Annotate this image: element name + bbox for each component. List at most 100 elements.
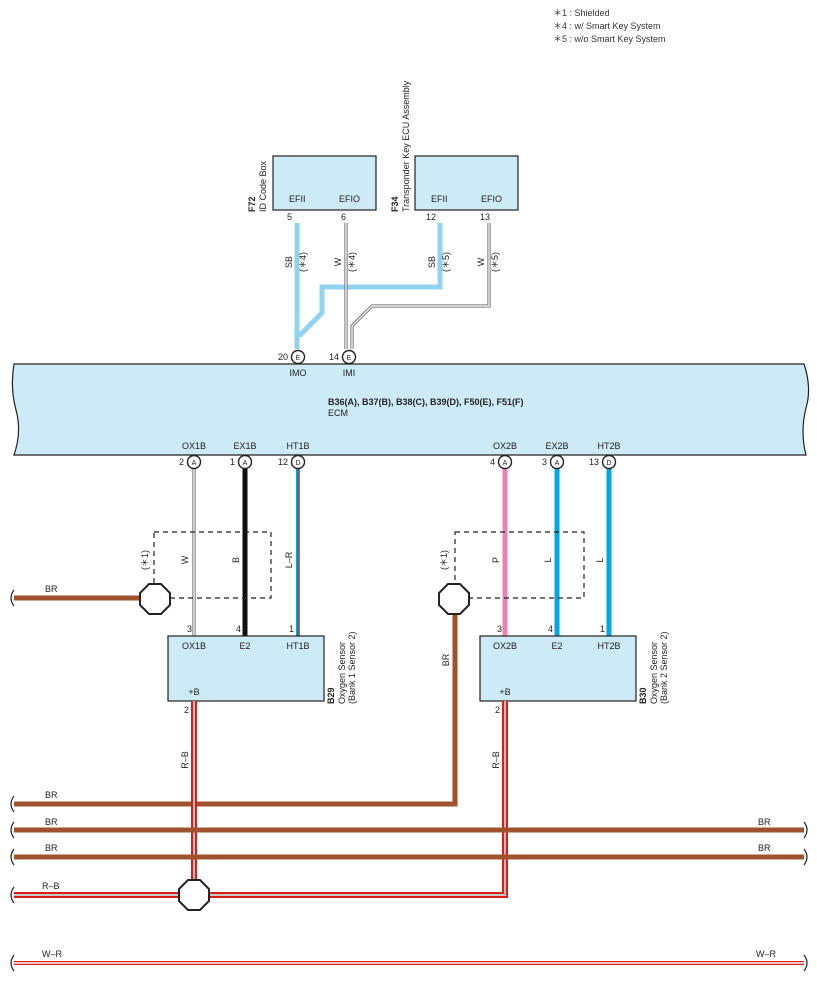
transponder-key-ecu	[414, 155, 519, 211]
b29-pin-ht1b: HT1B	[286, 641, 309, 651]
b30-pin-plus-b: +B	[499, 687, 510, 697]
wire-label-bank1-lr: L–R	[284, 551, 294, 568]
ecm-pin-3-connector	[549, 454, 565, 470]
legend-item-3: ＊5 : w/o Smart Key System	[553, 34, 666, 44]
b29-pin-plus-b: +B	[188, 687, 199, 697]
wire-label-rb-b29: R–B	[180, 751, 190, 769]
b30-name-2: (Bank 2 Sensor 2)	[659, 631, 669, 704]
ecm-name: ECM	[328, 408, 348, 418]
wire-label-w4: W	[333, 257, 343, 266]
wire-label-bank2-br: BR	[441, 653, 451, 666]
wire-br-bank2	[14, 610, 458, 807]
b30-name-1: Oxygen Sensor	[649, 642, 659, 704]
wire-sb-f34	[297, 223, 443, 338]
b30-num-4: 4	[548, 624, 553, 634]
ecm-pin-1-connector	[237, 454, 253, 470]
b30-num-3: 3	[497, 624, 502, 634]
wire-label-sb5: SB	[427, 256, 437, 268]
f34-code: F34	[390, 196, 400, 212]
bank1-ground-splice	[139, 583, 171, 615]
ecm-pin-20-connector	[290, 349, 306, 365]
f72-pin-efio: EFIO	[339, 194, 360, 204]
ecm-pin-3-num: 3	[542, 457, 547, 467]
b30-pin-ht2b: HT2B	[597, 641, 620, 651]
f34-name: Transponder Key ECU Assembly	[401, 80, 411, 212]
ecm-pin-1-conn: A	[243, 460, 248, 467]
ecm-pin-12-conn: D	[295, 460, 300, 467]
ecm-pin-14-num: 14	[329, 352, 339, 362]
ecm-pin-13-num: 13	[589, 457, 599, 467]
rb-splice	[178, 879, 210, 911]
f34-num-13: 13	[480, 212, 490, 222]
ecm-box	[11, 363, 810, 456]
oxygen-sensor-bank2	[479, 635, 637, 702]
b29-name-2: (Bank 1 Sensor 2)	[347, 631, 357, 704]
ecm-pin-imi: IMI	[343, 368, 356, 378]
legend-item-1: ＊1 : Shielded	[553, 8, 610, 18]
b29-pin-e2: E2	[239, 641, 250, 651]
wire-note-sb4: (＊4)	[298, 252, 308, 272]
wire-note-w4: (＊4)	[347, 252, 357, 272]
ecm-pin-20-num: 20	[278, 352, 288, 362]
ecm-pin-20-conn: E	[296, 355, 301, 362]
ecm-pin-12-num: 12	[278, 457, 288, 467]
b29-code: B29	[326, 687, 336, 704]
b29-pin-ox1b: OX1B	[182, 641, 206, 651]
ecm-label-ex1b: EX1B	[233, 441, 256, 451]
f34-num-12: 12	[426, 212, 436, 222]
ecm-pin-1-num: 1	[230, 457, 235, 467]
bank2-ground-splice	[438, 583, 470, 615]
wire-label-bank1-b: B	[231, 557, 241, 563]
ecm-pin-13-conn: D	[606, 460, 611, 467]
b30-num-2: 2	[495, 705, 500, 715]
bus-wr-right-label: W–R	[756, 949, 777, 959]
legend-item-2: ＊4 : w/ Smart Key System	[553, 21, 661, 31]
oxygen-sensor-bank1	[167, 635, 325, 702]
wire-label-bank2-l2: L	[595, 557, 605, 562]
wire-label-w5: W	[476, 257, 486, 266]
f34-pin-efio: EFIO	[481, 194, 502, 204]
ecm-pin-13-connector	[601, 454, 617, 470]
ecm-pin-14-connector	[341, 349, 357, 365]
ecm-pin-4-connector	[497, 454, 513, 470]
bus-br-3-right-label: BR	[758, 843, 771, 853]
bus-br-1-label: BR	[45, 790, 58, 800]
wire-note-w5: (＊5)	[490, 252, 500, 272]
ecm-label-ox1b: OX1B	[182, 441, 206, 451]
bank1-shield	[153, 531, 272, 599]
ecm-label-ex2b: EX2B	[545, 441, 568, 451]
f34-pin-efii: EFII	[431, 194, 448, 204]
wire-label-bank2-l1: L	[543, 557, 553, 562]
f72-num-5: 5	[287, 212, 292, 222]
ecm-pin-2-num: 2	[179, 457, 184, 467]
wire-label-sb4: SB	[284, 256, 294, 268]
bus-br-2-right-label: BR	[758, 817, 771, 827]
ecm-label-ht2b: HT2B	[597, 441, 620, 451]
bank2-shield	[454, 531, 585, 599]
wire-rb-b30	[208, 701, 508, 898]
wire-label-bank1-w: W	[180, 555, 190, 564]
b29-name-1: Oxygen Sensor	[337, 642, 347, 704]
ecm-pin-14-conn: E	[347, 355, 352, 362]
b30-num-1: 1	[600, 624, 605, 634]
ecm-pin-3-conn: A	[555, 460, 560, 467]
ecm-pin-2-connector	[186, 454, 202, 470]
ecm-label-ox2b: OX2B	[493, 441, 517, 451]
b29-num-4: 4	[236, 624, 241, 634]
ecm-label-ht1b: HT1B	[286, 441, 309, 451]
ecm-pin-4-num: 4	[490, 457, 495, 467]
f72-pin-efii: EFII	[289, 194, 306, 204]
b30-pin-e2: E2	[551, 641, 562, 651]
bus-br-3-left-label: BR	[45, 843, 58, 853]
ecm-pin-4-conn: A	[503, 460, 508, 467]
b30-pin-ox2b: OX2B	[493, 641, 517, 651]
bus-rb-label: R–B	[42, 881, 60, 891]
bank1-shield-note: (＊1)	[140, 550, 150, 570]
f72-num-6: 6	[341, 212, 346, 222]
f72-code: F72	[247, 196, 257, 212]
b30-code: B30	[638, 687, 648, 704]
b29-num-1: 1	[289, 624, 294, 634]
f72-name: ID Code Box	[258, 160, 268, 212]
wire-label-bank2-p: P	[491, 557, 501, 563]
